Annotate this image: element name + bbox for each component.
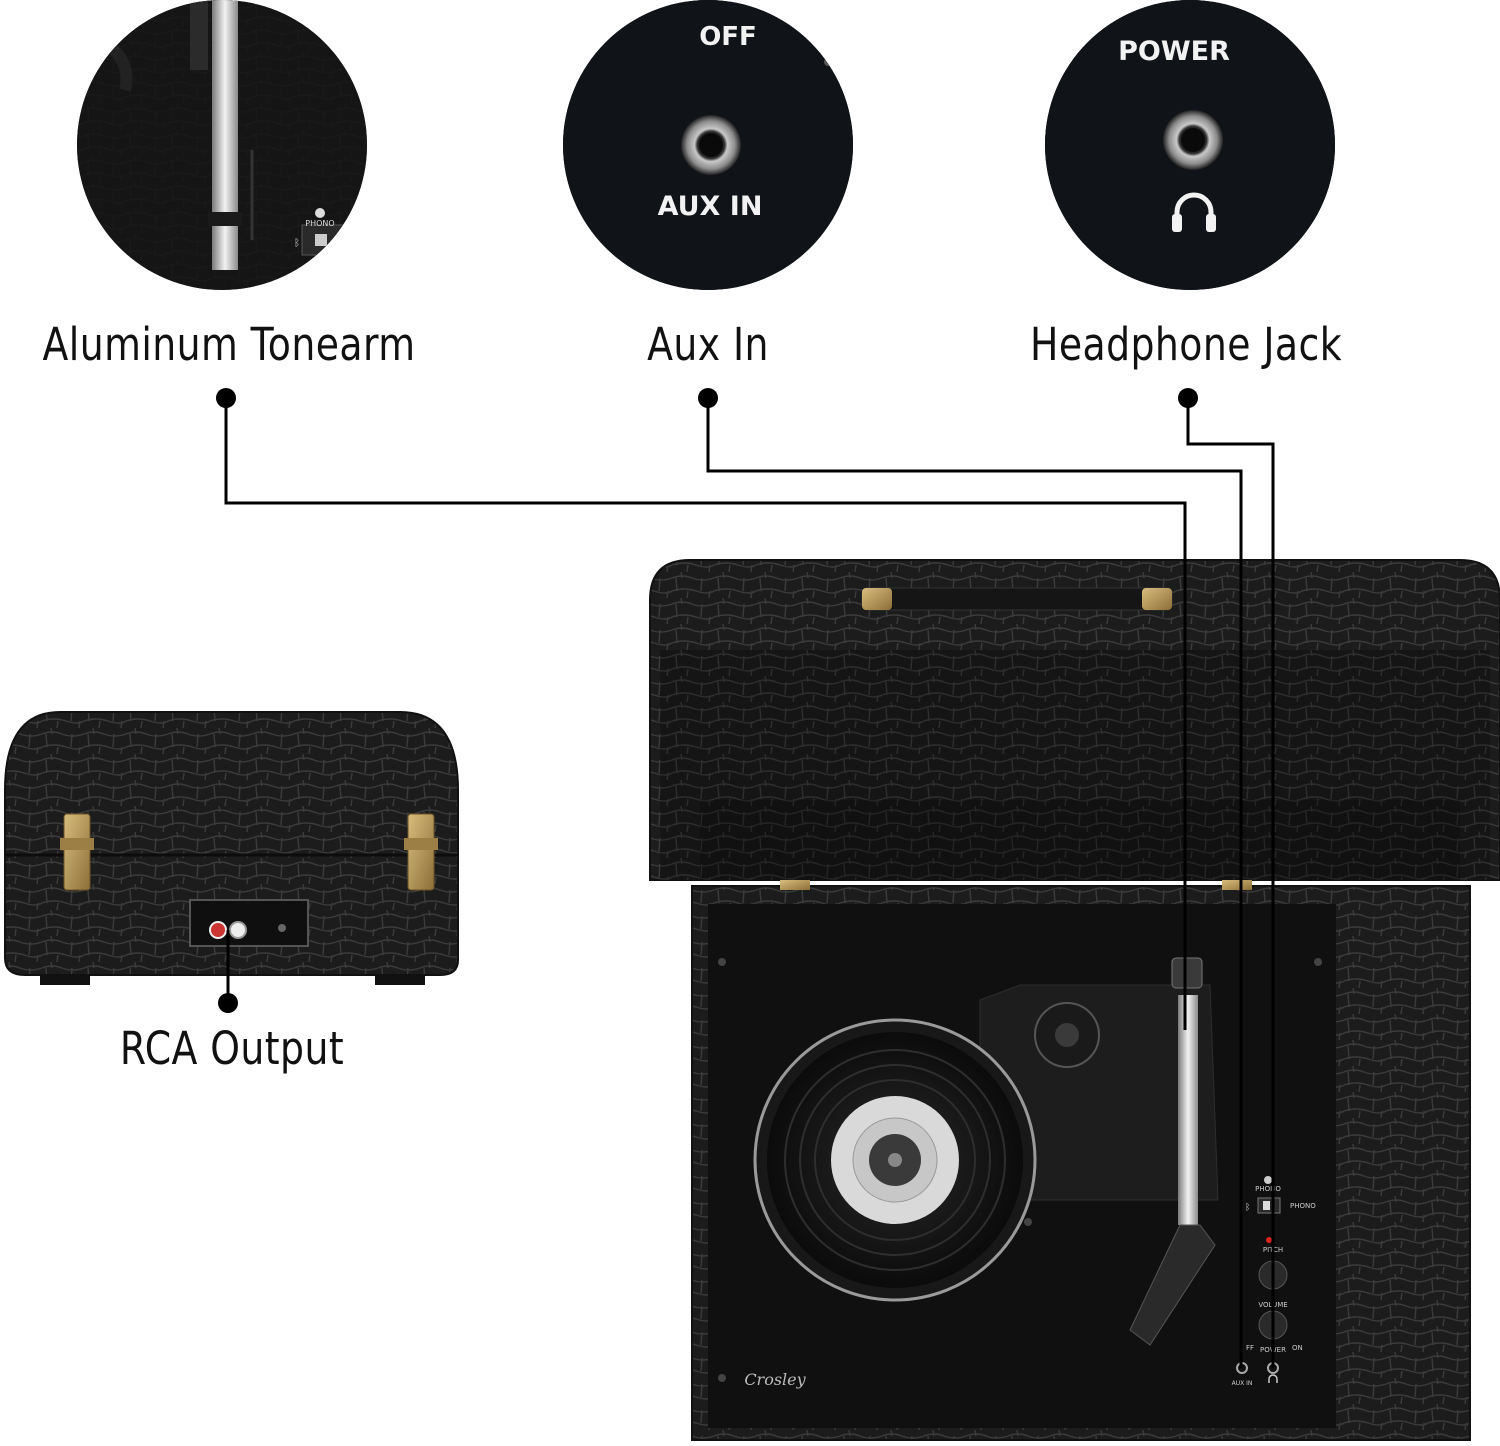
tonearm-zoom-circle: PHONO ᛒ — [77, 0, 367, 290]
rca-leader-dot — [218, 993, 238, 1013]
tonearm-leader-line — [224, 398, 1187, 1030]
aux-zoom-label-text: AUX IN — [658, 191, 763, 222]
headphone-jack-label: Headphone Jack — [1029, 318, 1343, 371]
rca-output-panel — [189, 899, 309, 947]
aux-in-label: Aux In — [647, 318, 769, 371]
panel-on-text: ON — [1292, 1344, 1303, 1352]
aux-in-zoom-circle: OFF AUX IN — [563, 0, 853, 290]
headphone-leader-line — [1186, 398, 1275, 1368]
tonearm-leader-dot — [216, 388, 236, 408]
vinyl-record — [753, 1018, 1037, 1302]
bluetooth-icon: ᛒ — [294, 238, 300, 249]
lid-handle — [861, 587, 1173, 611]
aux-in-leader-dot — [698, 388, 718, 408]
headphone-leader-dot — [1178, 388, 1198, 408]
panel-off-text: FF — [1246, 1344, 1254, 1352]
headphone-zoom-circle: POWER — [1045, 0, 1335, 290]
panel-aux-in-text: AUX IN — [1232, 1380, 1253, 1387]
rca-output-label: RCA Output — [119, 1022, 345, 1075]
left-brass-latch — [60, 813, 94, 891]
headphone-zoom-power-text: POWER — [1118, 36, 1230, 67]
closed-case-back-view — [4, 711, 459, 985]
tonearm — [1129, 957, 1216, 1346]
panel-bluetooth-icon: ᛒ — [1245, 1202, 1250, 1213]
open-turntable: PHONO ᛒ PHONO PITCH VOLUME FF POWER ON A… — [649, 559, 1500, 1441]
rca-red-jack-icon — [209, 921, 227, 939]
rca-white-jack-icon — [229, 921, 247, 939]
leader-dots — [216, 388, 1198, 1013]
aluminum-tonearm-label: Aluminum Tonearm — [42, 318, 416, 371]
panel-phono-side-text: PHONO — [1290, 1202, 1316, 1210]
leader-lines — [224, 398, 1275, 1368]
aux-in-leader-line — [706, 398, 1243, 1368]
headphone-icon — [1172, 192, 1216, 232]
tonearm-zoom-phono-text: PHONO — [305, 219, 334, 228]
panel-headphone-icon — [1268, 1374, 1278, 1383]
panel-phono-top-text: PHONO — [1255, 1185, 1281, 1193]
aux-zoom-off-text: OFF — [699, 22, 757, 52]
right-brass-latch — [404, 813, 438, 891]
brand-logo: Crosley — [744, 1370, 806, 1389]
